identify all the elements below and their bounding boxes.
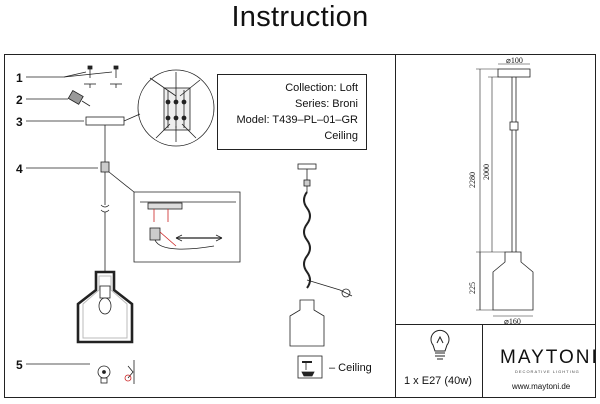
step-number-2: 2 — [16, 93, 23, 107]
series-text: Series: Broni — [295, 98, 358, 110]
brand-logo: MAYTONI — [500, 347, 599, 368]
mount-type-text: Ceiling — [324, 130, 358, 142]
ceiling-legend-label: – Ceiling — [329, 362, 372, 374]
horizontal-divider — [395, 324, 596, 325]
usb-plug-icon — [127, 360, 135, 384]
step-number-5: 5 — [16, 358, 23, 372]
screws-icon — [84, 65, 122, 88]
ceiling-mount-icon — [297, 355, 323, 379]
cord-clamp-icon — [100, 161, 110, 173]
bulb-icon — [430, 329, 450, 360]
step-number-4: 4 — [16, 162, 23, 176]
shade-height-label: 225 — [468, 282, 477, 294]
shade-outline — [76, 270, 134, 344]
canopy-diameter-label: ⌀100 — [506, 56, 523, 65]
step-number-1: 1 — [16, 71, 23, 85]
total-height-label: 2280 — [468, 172, 477, 188]
model-text: Model: T439–PL–01–GR — [236, 114, 359, 126]
cord-adjustment-detail — [133, 191, 241, 263]
technical-drawing — [476, 63, 534, 317]
pendant-drawing-cord-adjust — [289, 163, 353, 347]
page-title: Instruction — [231, 1, 369, 33]
step-bulb-icon — [97, 360, 135, 384]
pendant-drawing-main — [76, 130, 135, 344]
brand-website: www.maytoni.de — [512, 382, 571, 391]
instruction-frame — [4, 54, 596, 398]
canopy-plate-icon — [85, 116, 125, 130]
terminal-connector-icon — [67, 89, 91, 107]
step-number-3: 3 — [16, 115, 23, 129]
brand-tagline: DECORATIVE LIGHTING — [515, 369, 580, 374]
footer-divider — [482, 324, 483, 398]
cord-length-label: 2000 — [482, 164, 491, 180]
terminal-detail-circle — [123, 69, 215, 147]
shade-diameter-label: ⌀160 — [504, 317, 521, 326]
product-info-box: Collection: Loft Series: Broni Model: T4… — [217, 74, 367, 150]
vertical-divider — [395, 54, 396, 398]
collection-text: Collection: Loft — [285, 82, 358, 94]
bulb-spec: 1 x E27 (40w) — [404, 375, 472, 387]
